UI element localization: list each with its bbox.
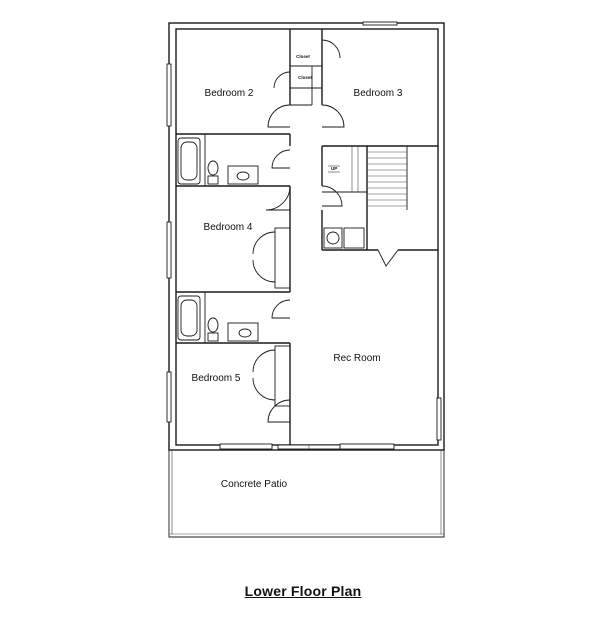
plan-title: Lower Floor Plan <box>244 583 362 599</box>
stair-marker: UP <box>331 166 337 171</box>
label-bedroom-2: Bedroom 2 <box>205 88 254 99</box>
bath-fixtures <box>177 137 259 342</box>
label-rec-room: Rec Room <box>333 353 380 364</box>
doors <box>252 39 399 423</box>
label-closet-lower: Closet <box>298 75 312 80</box>
laundry-fixtures <box>323 227 365 249</box>
label-concrete-patio: Concrete Patio <box>221 479 288 490</box>
toilet-upper <box>207 175 219 185</box>
staircase: UP <box>328 146 407 207</box>
windows <box>166 21 442 450</box>
label-bedroom-5: Bedroom 5 <box>192 373 241 384</box>
label-closet-upper: Closet <box>296 54 310 59</box>
interior-walls <box>176 29 438 445</box>
room-labels: Bedroom 2 Bedroom 3 Bedroom 4 Bedroom 5 … <box>192 54 403 490</box>
label-bedroom-4: Bedroom 4 <box>204 222 253 233</box>
label-bedroom-3: Bedroom 3 <box>354 88 403 99</box>
concrete-patio <box>168 450 445 538</box>
toilet-lower <box>207 332 219 342</box>
dryer <box>343 227 365 249</box>
